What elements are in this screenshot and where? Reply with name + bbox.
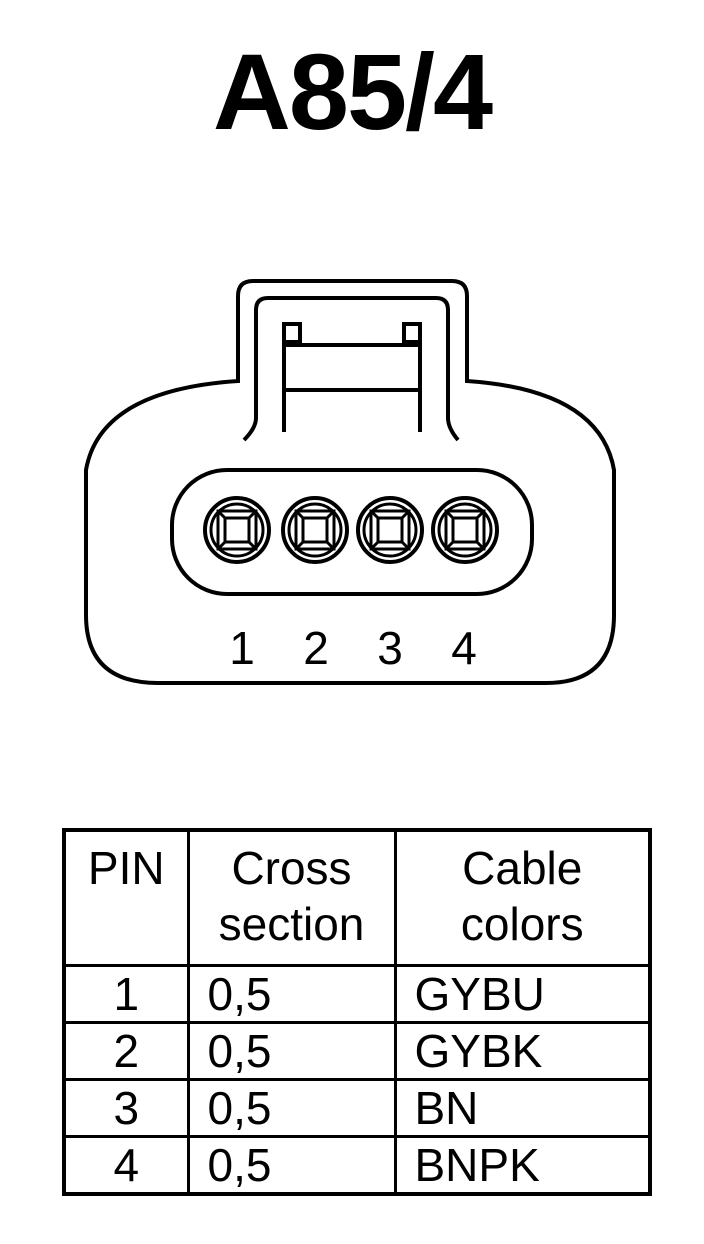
- connector-face-diagram: 1 2 3 4: [84, 279, 616, 685]
- cell-cross-section: 0,5: [186, 964, 397, 1024]
- cell-pin: 2: [62, 1021, 190, 1081]
- cell-cross-section: 0,5: [186, 1135, 397, 1196]
- header-pin: PIN: [62, 828, 190, 967]
- pin-terminal-4: [431, 496, 499, 564]
- table-header-row: PIN Cross section Cable colors: [62, 828, 652, 967]
- connector-title: A85/4: [212, 31, 493, 152]
- table-row: 3 0,5 BN: [62, 1078, 652, 1138]
- cell-cross-section: 0,5: [186, 1021, 397, 1081]
- pin-terminal-2: [281, 496, 349, 564]
- locking-tab-outline: [242, 296, 460, 442]
- pin-terminal-1: [203, 496, 271, 564]
- connector-housing-outline: [84, 279, 616, 685]
- table-row: 2 0,5 GYBK: [62, 1021, 652, 1081]
- pin-cavity-outline: [170, 468, 534, 596]
- pin-assignment-table: PIN Cross section Cable colors 1 0,5 GYB…: [62, 828, 652, 1196]
- header-cable-colors: Cable colors: [393, 828, 652, 967]
- pin-label-1: 1: [229, 622, 255, 674]
- cell-cable-color: BNPK: [393, 1135, 652, 1196]
- cell-pin: 1: [62, 964, 190, 1024]
- pin-label-3: 3: [377, 622, 403, 674]
- cell-pin: 4: [62, 1135, 190, 1196]
- cell-cable-color: GYBU: [393, 964, 652, 1024]
- table-row: 1 0,5 GYBU: [62, 964, 652, 1024]
- header-cross-section: Cross section: [186, 828, 397, 967]
- cell-cable-color: GYBK: [393, 1021, 652, 1081]
- cell-cable-color: BN: [393, 1078, 652, 1138]
- cell-pin: 3: [62, 1078, 190, 1138]
- table-row: 4 0,5 BNPK: [62, 1135, 652, 1196]
- pin-label-2: 2: [303, 622, 329, 674]
- pin-label-4: 4: [451, 622, 477, 674]
- pin-terminal-3: [356, 496, 424, 564]
- cell-cross-section: 0,5: [186, 1078, 397, 1138]
